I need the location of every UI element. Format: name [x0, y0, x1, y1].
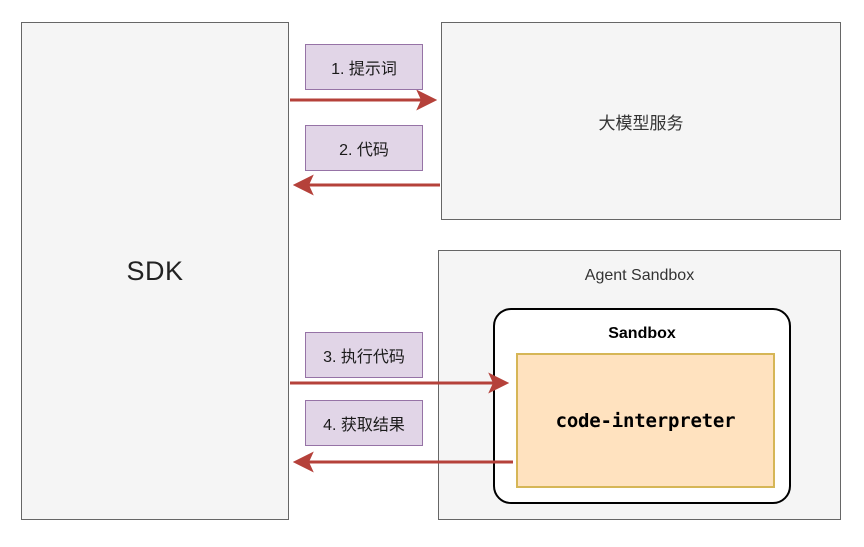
sandbox-node[interactable]: Sandbox code-interpreter: [493, 308, 791, 504]
llm-service-node[interactable]: 大模型服务: [441, 22, 841, 220]
agent-sandbox-node-label: Agent Sandbox: [584, 267, 695, 284]
step-label-3[interactable]: 3. 执行代码: [305, 332, 423, 378]
llm-service-node-label: 大模型服务: [598, 113, 684, 133]
sdk-node[interactable]: SDK: [21, 22, 289, 520]
step-label-2[interactable]: 2. 代码: [305, 125, 423, 171]
step-label-4[interactable]: 4. 获取结果: [305, 400, 423, 446]
code-interpreter-node-label: code-interpreter: [555, 409, 736, 432]
sandbox-node-label: Sandbox: [608, 325, 676, 342]
step-label-1[interactable]: 1. 提示词: [305, 44, 423, 90]
agent-sandbox-node[interactable]: Agent Sandbox Sandbox code-interpreter: [438, 250, 841, 520]
code-interpreter-node[interactable]: code-interpreter: [516, 353, 775, 488]
sdk-node-label: SDK: [126, 255, 184, 286]
